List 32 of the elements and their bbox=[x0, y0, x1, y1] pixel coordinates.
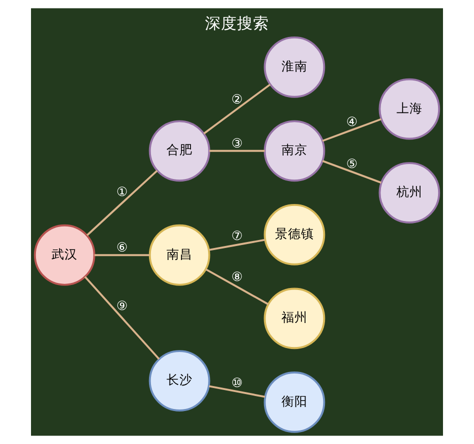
node-circle: 景德镇 bbox=[264, 204, 326, 266]
node-circle: 南昌 bbox=[148, 224, 210, 286]
edge-label: ② bbox=[231, 92, 243, 107]
connector bbox=[86, 170, 158, 236]
diagram-title: 深度搜索 bbox=[205, 14, 269, 32]
node-circle: 福州 bbox=[264, 288, 326, 350]
edge-label: ⑤ bbox=[346, 156, 358, 171]
edge-label: ⑥ bbox=[116, 240, 128, 255]
edge-label: ⑧ bbox=[231, 268, 243, 284]
node-circle: 淮南 bbox=[264, 36, 326, 98]
edge-label: ⑩ bbox=[231, 374, 243, 390]
connector bbox=[205, 268, 269, 306]
node-circle: 武汉 bbox=[34, 224, 96, 286]
connector bbox=[322, 118, 382, 142]
node-circle: 合肥 bbox=[148, 120, 210, 182]
node-circle: 衡阳 bbox=[264, 372, 326, 433]
connector bbox=[322, 160, 382, 184]
node-circle: 长沙 bbox=[148, 350, 210, 412]
edge-label: ① bbox=[116, 184, 128, 200]
connector bbox=[209, 150, 265, 152]
connector bbox=[203, 84, 271, 134]
edge-label: ④ bbox=[346, 114, 358, 129]
edge-label: ⑦ bbox=[231, 228, 243, 243]
edge-label: ③ bbox=[231, 135, 243, 150]
node-circle: 南京 bbox=[264, 120, 326, 182]
connector bbox=[84, 276, 160, 360]
node-circle: 杭州 bbox=[378, 162, 440, 224]
connector bbox=[94, 254, 150, 256]
node-circle: 上海 bbox=[378, 78, 440, 140]
connector bbox=[208, 385, 266, 398]
edge-label: ⑨ bbox=[116, 298, 128, 314]
connector bbox=[208, 238, 266, 251]
